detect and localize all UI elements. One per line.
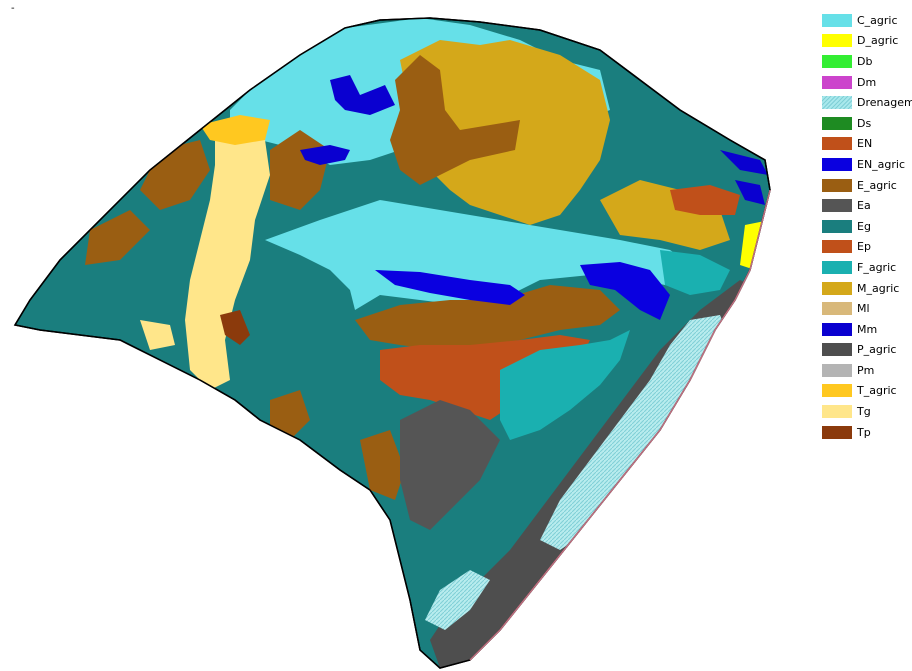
legend-label: Db: [857, 54, 873, 68]
legend-item: P_agric: [822, 340, 910, 361]
legend-item: D_agric: [822, 31, 910, 52]
soil-map: [13, 17, 771, 669]
legend-label: Mm: [857, 322, 878, 336]
legend-label: Ea: [857, 199, 871, 213]
legend-swatch: [822, 363, 852, 377]
region-c-agric-central: [265, 200, 700, 310]
region-mm-north: [330, 75, 395, 115]
legend-swatch: [822, 240, 852, 254]
region-tg-west: [185, 125, 270, 390]
legend-label: E_agric: [857, 178, 897, 192]
legend-swatch: [822, 281, 852, 295]
legend-item: F_agric: [822, 257, 910, 278]
region-m-agric-east: [600, 180, 730, 250]
legend-item: E_agric: [822, 175, 910, 196]
legend-swatch: [822, 425, 852, 439]
legend-swatch: [822, 199, 852, 213]
region-drenagem-lagoon: [540, 315, 730, 550]
legend-item: Drenagem: [822, 92, 912, 113]
legend-item: Db: [822, 51, 910, 72]
legend-label: Drenagem: [857, 96, 912, 110]
legend-swatch: [822, 75, 852, 89]
legend-label: EN_agric: [857, 157, 906, 171]
region-ea-south: [400, 400, 500, 530]
legend-item: Ep: [822, 237, 910, 258]
legend-label: Dm: [857, 75, 877, 89]
region-mm-east-2: [735, 180, 765, 205]
legend-label: Ml: [857, 302, 870, 316]
region-e-agric-southwest: [270, 390, 310, 440]
legend-swatch: [822, 13, 852, 27]
legend-swatch: [822, 405, 852, 419]
legend-label: M_agric: [857, 281, 900, 295]
legend-label: P_agric: [857, 343, 897, 357]
region-mm-north-2: [300, 145, 350, 165]
legend-swatch: [822, 260, 852, 274]
legend-swatch: [822, 219, 852, 233]
legend-item: Eg: [822, 216, 910, 237]
region-tp-west: [220, 310, 250, 345]
region-ep-east: [670, 185, 740, 215]
legend-label: Ep: [857, 240, 871, 254]
corner-mark: -: [11, 3, 15, 14]
legend-item: Pm: [822, 360, 910, 381]
legend-label: F_agric: [857, 260, 897, 274]
region-e-agric-south: [360, 430, 405, 500]
legend-swatch: [822, 116, 852, 130]
legend-label: D_agric: [857, 34, 899, 48]
legend-swatch: [822, 34, 852, 48]
legend-item: Tp: [822, 422, 910, 443]
legend-swatch: [822, 54, 852, 68]
legend-item: EN_agric: [822, 154, 910, 175]
region-e-agric-central: [355, 285, 620, 350]
region-en-agric-east: [580, 262, 670, 320]
legend-item: Tg: [822, 401, 910, 422]
legend-swatch: [822, 302, 852, 316]
legend-item: Ds: [822, 113, 910, 134]
legend-swatch: [822, 137, 852, 151]
state-border: [13, 17, 771, 669]
region-drenagem-south: [425, 570, 490, 630]
legend-swatch: [822, 157, 852, 171]
legend-item: Mm: [822, 319, 910, 340]
legend-label: Ds: [857, 116, 872, 130]
legend-item: C_agric: [822, 10, 910, 31]
legend-label: T_agric: [857, 384, 897, 398]
legend-item: M_agric: [822, 278, 910, 299]
region-tg-southwest: [140, 320, 175, 350]
legend-label: EN: [857, 137, 873, 151]
legend-label: Tp: [857, 425, 871, 439]
legend-label: C_agric: [857, 13, 898, 27]
legend-label: Tg: [857, 405, 871, 419]
coastline: [469, 189, 771, 661]
region-mm-east: [720, 150, 768, 175]
region-e-agric-west-2: [85, 210, 150, 265]
legend-swatch: [822, 322, 852, 336]
legend-swatch: [822, 343, 852, 357]
region-f-agric-east: [660, 250, 730, 295]
legend-swatch: [822, 384, 852, 398]
legend-item: Ea: [822, 195, 910, 216]
region-f-agric-central: [500, 330, 630, 440]
legend-label: Pm: [857, 363, 875, 377]
legend-item: EN: [822, 134, 910, 155]
region-en-agric-central: [375, 270, 525, 305]
legend-swatch: [822, 178, 852, 192]
legend-item: T_agric: [822, 381, 910, 402]
legend-item: Dm: [822, 72, 910, 93]
legend-item: Ml: [822, 298, 910, 319]
region-t-agric-northwest: [200, 115, 270, 145]
legend-swatch: [822, 96, 852, 110]
region-e-agric-north: [390, 55, 520, 185]
legend-label: Eg: [857, 219, 871, 233]
